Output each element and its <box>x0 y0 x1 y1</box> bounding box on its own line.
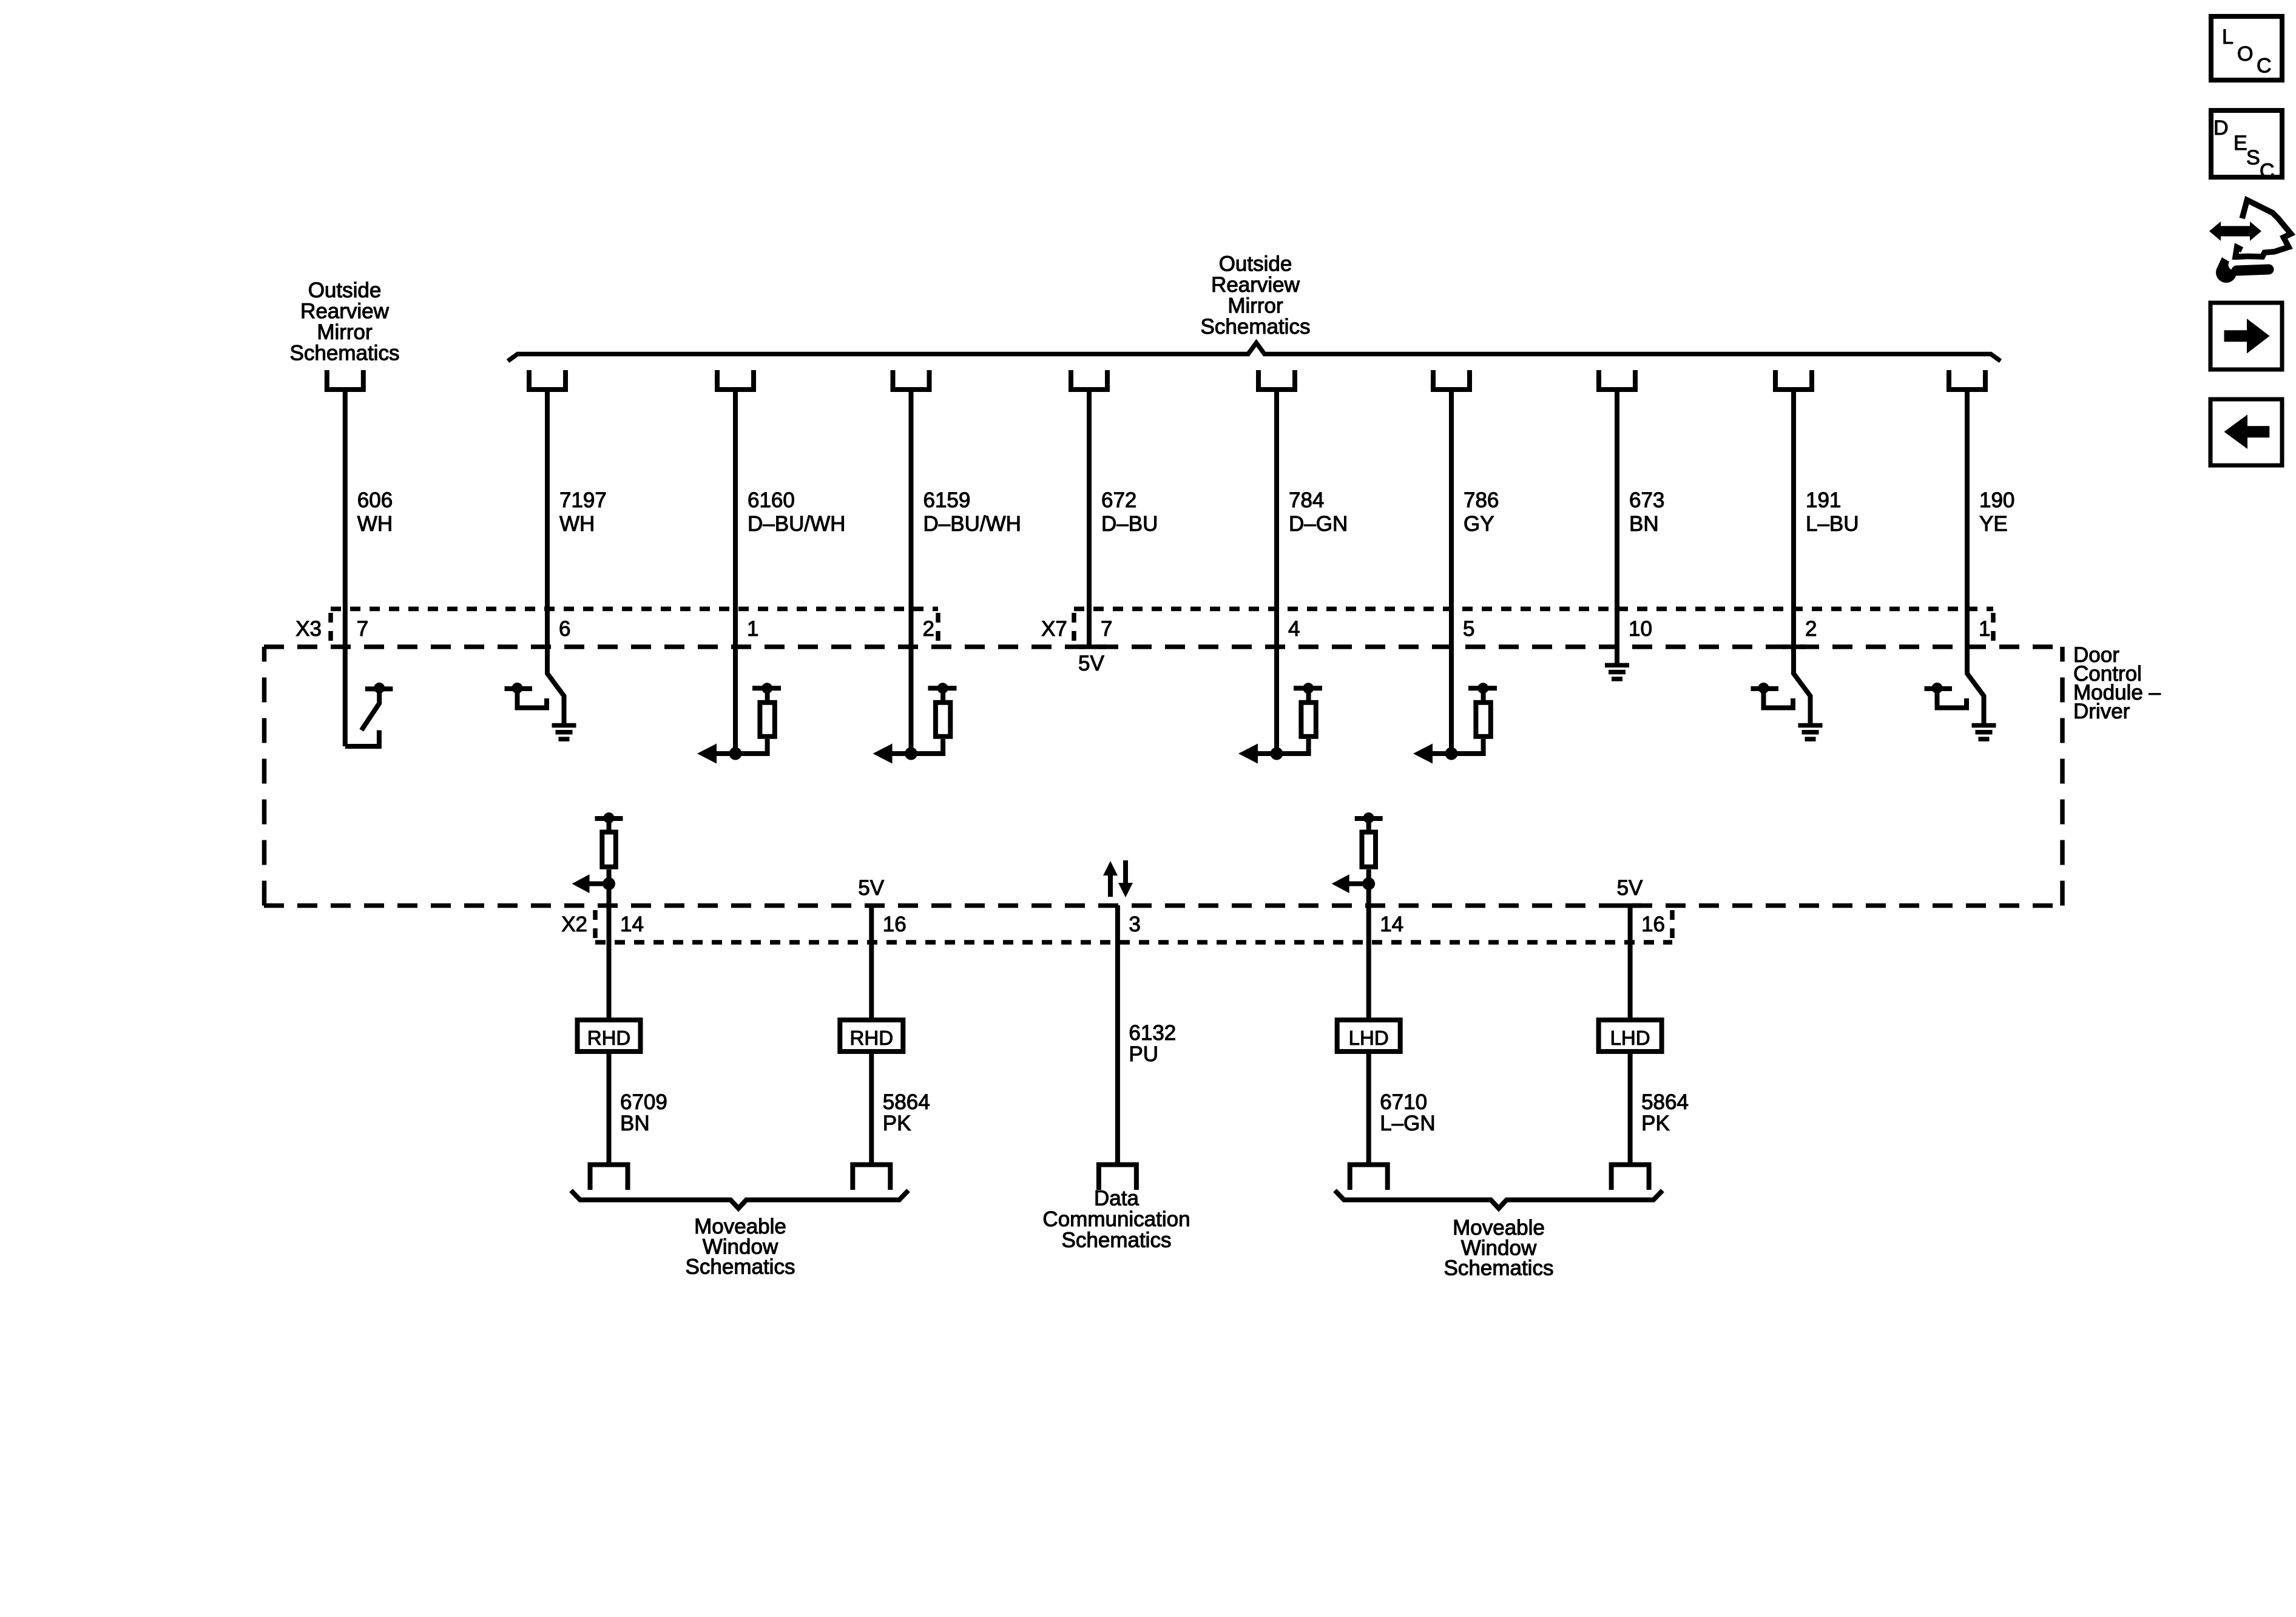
svg-text:RHD: RHD <box>587 1027 631 1049</box>
svg-text:Control: Control <box>2073 662 2142 686</box>
svg-text:D–BU/WH: D–BU/WH <box>923 512 1021 536</box>
svg-text:RHD: RHD <box>850 1027 894 1049</box>
svg-text:786: 786 <box>1464 488 1499 512</box>
svg-text:Mirror: Mirror <box>317 320 373 344</box>
svg-text:1: 1 <box>1979 617 1990 641</box>
svg-text:14: 14 <box>1380 913 1403 936</box>
svg-text:2: 2 <box>1805 617 1817 641</box>
svg-text:6160: 6160 <box>748 488 795 512</box>
svg-text:E: E <box>2234 132 2247 155</box>
svg-text:D: D <box>2213 116 2229 140</box>
svg-text:Communication: Communication <box>1042 1207 1190 1231</box>
svg-text:5864: 5864 <box>1641 1090 1689 1114</box>
svg-text:L–BU: L–BU <box>1806 512 1859 536</box>
svg-text:2: 2 <box>923 617 934 641</box>
svg-text:6159: 6159 <box>923 488 971 512</box>
svg-text:7: 7 <box>357 617 368 641</box>
svg-text:7: 7 <box>1101 617 1112 641</box>
svg-text:10: 10 <box>1629 617 1652 641</box>
svg-text:Schematics: Schematics <box>1062 1229 1172 1252</box>
svg-text:L–GN: L–GN <box>1380 1112 1435 1135</box>
svg-text:6709: 6709 <box>620 1090 667 1114</box>
svg-text:C: C <box>2260 160 2275 183</box>
svg-text:YE: YE <box>1979 512 2008 536</box>
svg-text:784: 784 <box>1289 488 1324 512</box>
svg-text:L: L <box>2222 25 2234 49</box>
svg-text:14: 14 <box>620 913 644 936</box>
svg-text:O: O <box>2237 42 2253 66</box>
svg-text:GY: GY <box>1464 512 1494 536</box>
svg-text:Outside: Outside <box>1219 252 1292 276</box>
svg-text:7197: 7197 <box>559 488 607 512</box>
svg-text:5864: 5864 <box>883 1090 930 1114</box>
svg-text:Module –: Module – <box>2073 681 2161 704</box>
svg-text:X3: X3 <box>295 617 322 641</box>
svg-text:Outside: Outside <box>308 279 382 302</box>
svg-text:D–GN: D–GN <box>1289 512 1348 536</box>
svg-text:Schematics: Schematics <box>1444 1257 1554 1280</box>
svg-text:PK: PK <box>883 1112 911 1135</box>
svg-text:S: S <box>2246 146 2260 169</box>
svg-text:PK: PK <box>1641 1112 1670 1135</box>
svg-text:WH: WH <box>559 512 595 536</box>
svg-text:Window: Window <box>703 1235 778 1258</box>
svg-text:C: C <box>2257 55 2272 78</box>
svg-text:D–BU/WH: D–BU/WH <box>748 512 845 536</box>
svg-text:Driver: Driver <box>2073 700 2130 723</box>
svg-text:Rearview: Rearview <box>1211 273 1300 297</box>
svg-text:672: 672 <box>1101 488 1136 512</box>
svg-text:6: 6 <box>559 617 570 641</box>
svg-text:5V: 5V <box>858 876 884 900</box>
svg-text:1: 1 <box>747 617 758 641</box>
svg-text:Door: Door <box>2073 643 2119 667</box>
svg-text:6132: 6132 <box>1129 1021 1176 1045</box>
svg-text:Schematics: Schematics <box>290 342 400 365</box>
svg-text:X7: X7 <box>1041 617 1067 641</box>
svg-text:606: 606 <box>357 488 393 512</box>
svg-text:PU: PU <box>1129 1042 1158 1066</box>
svg-text:BN: BN <box>1629 512 1659 536</box>
svg-text:WH: WH <box>357 512 393 536</box>
svg-text:Data: Data <box>1094 1186 1139 1210</box>
svg-text:Moveable: Moveable <box>694 1215 786 1238</box>
svg-text:Schematics: Schematics <box>686 1255 795 1279</box>
svg-text:5: 5 <box>1463 617 1474 641</box>
svg-text:Window: Window <box>1461 1236 1537 1260</box>
svg-text:Moveable: Moveable <box>1453 1216 1545 1240</box>
svg-text:Mirror: Mirror <box>1227 294 1283 318</box>
svg-text:4: 4 <box>1288 617 1300 641</box>
svg-text:190: 190 <box>1979 488 2014 512</box>
svg-text:X2: X2 <box>561 913 587 936</box>
svg-text:16: 16 <box>883 913 907 936</box>
svg-text:3: 3 <box>1129 913 1140 936</box>
svg-text:673: 673 <box>1629 488 1664 512</box>
svg-text:16: 16 <box>1641 913 1665 936</box>
svg-text:191: 191 <box>1806 488 1841 512</box>
svg-text:BN: BN <box>620 1112 650 1135</box>
svg-text:Rearview: Rearview <box>300 300 390 323</box>
svg-text:LHD: LHD <box>1610 1027 1650 1049</box>
svg-text:5V: 5V <box>1078 652 1104 675</box>
svg-text:6710: 6710 <box>1380 1090 1427 1114</box>
svg-text:5V: 5V <box>1617 876 1643 900</box>
svg-text:LHD: LHD <box>1349 1027 1389 1049</box>
svg-text:Schematics: Schematics <box>1201 315 1311 339</box>
svg-text:D–BU: D–BU <box>1101 512 1158 536</box>
